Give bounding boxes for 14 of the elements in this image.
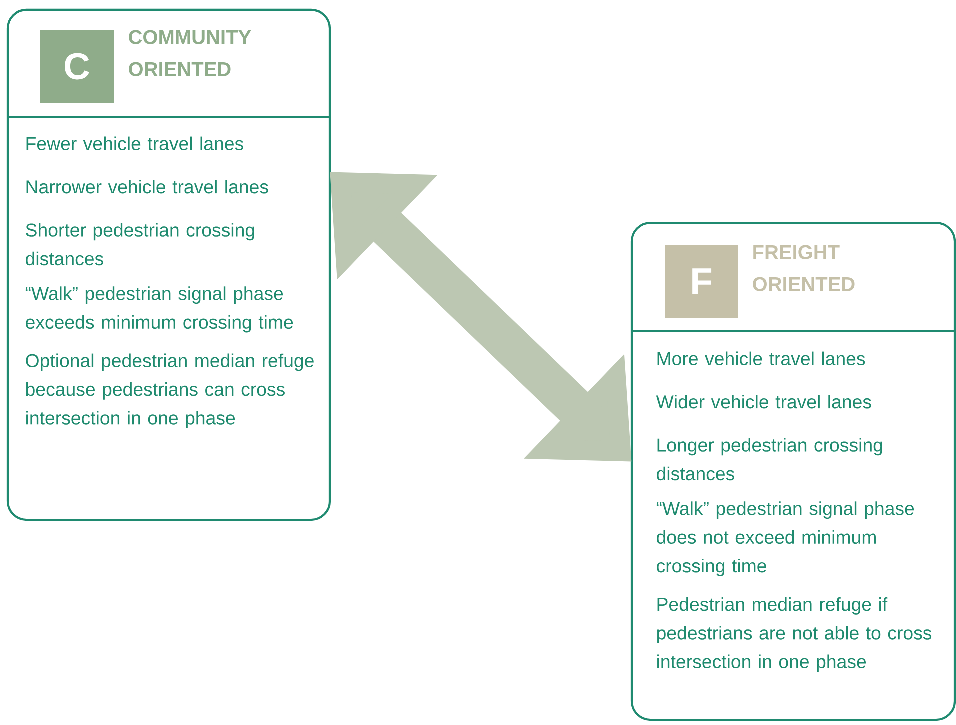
letter-box: C [40, 30, 114, 103]
list-item: Wider vehicle travel lanes [656, 395, 872, 409]
letter-box: F [665, 245, 738, 318]
list-item: Narrower vehicle travel lanes [26, 180, 268, 194]
list-item: Pedestrian median refuge if pedestrians are not able to cross intersection in one phase [658, 597, 932, 672]
list-item: Fewer vehicle travel lanes [26, 136, 244, 151]
list-item: More vehicle travel lanes [658, 352, 866, 366]
heading: FREIGHT ORIENTED [753, 245, 855, 292]
heading: COMMUNITY ORIENTED [129, 30, 252, 76]
list-item: Optional pedestrian median refuge because pedestrians can cross intersection in one phase [26, 354, 314, 429]
list-item: “Walk” pedestrian signal phase does not exceed minimum crossing time [656, 502, 914, 576]
list-item: Longer pedestrian crossing distances [657, 438, 882, 481]
list-item: “Walk” pedestrian signal phase exceeds minimum crossing time [26, 286, 294, 333]
list-item: Shorter pedestrian crossing distances [26, 223, 254, 266]
